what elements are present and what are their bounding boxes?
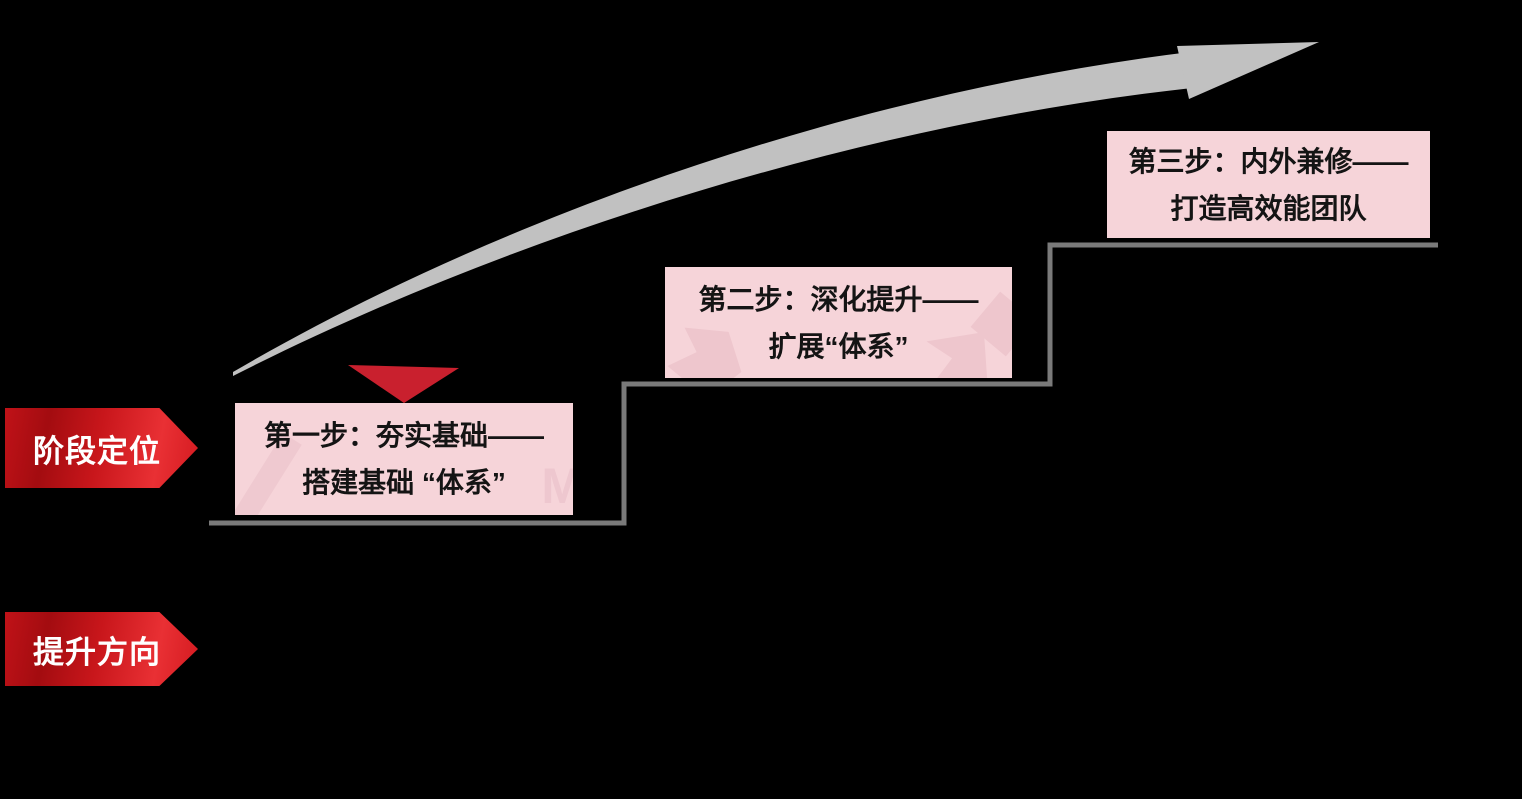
step3-box: 第三步：内外兼修—— 打造高效能团队 [1107, 131, 1430, 238]
stage-banner-label: 阶段定位 [33, 433, 161, 469]
step2-title-line1: 第二步：深化提升—— [698, 283, 979, 315]
step2-title-line2: 扩展“体系” [768, 330, 909, 362]
step3-title-line1: 第三步：内外兼修—— [1128, 145, 1409, 177]
watermark-letter: M [541, 458, 573, 514]
growth-curve-arrow-head-icon [1177, 42, 1319, 99]
direction-banner-label: 提升方向 [33, 634, 161, 670]
watermark-fragment [665, 315, 754, 378]
step1-title-line1: 第一步：夯实基础—— [263, 420, 544, 451]
step1-box: M 第一步：夯实基础—— 搭建基础 “体系” [235, 403, 573, 515]
growth-curve-arrow-shaft [233, 52, 1192, 376]
step2-box: 第二步：深化提升—— 扩展“体系” [665, 267, 1012, 378]
stage-banner: 阶段定位 [5, 408, 198, 488]
down-pointer-triangle-icon [348, 365, 459, 403]
staircase-step-lines [209, 242, 1438, 526]
step1-title-line2: 搭建基础 “体系” [302, 467, 506, 498]
step3-title-line2: 打造高效能团队 [1170, 192, 1367, 224]
direction-banner: 提升方向 [5, 612, 198, 686]
